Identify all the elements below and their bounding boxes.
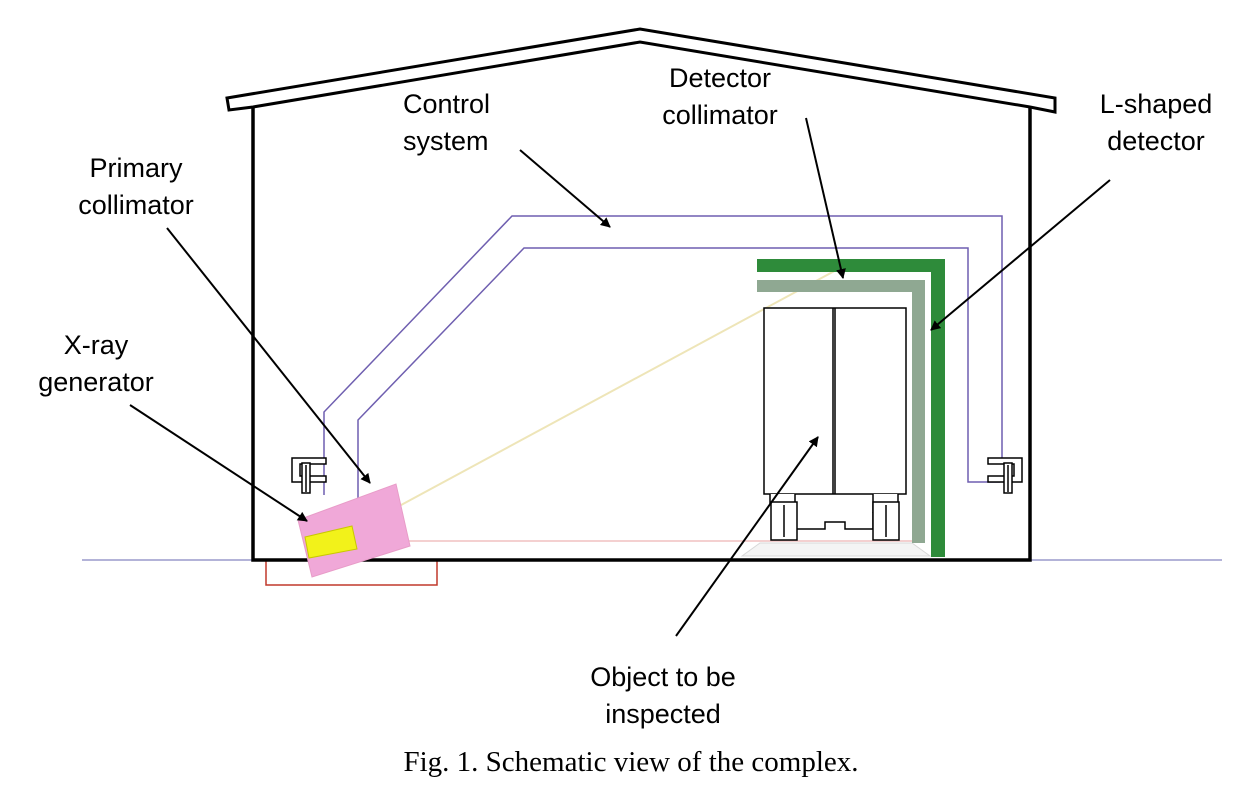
- roof: [225, 27, 1057, 114]
- floor-track: [740, 542, 932, 557]
- l-shaped-detector-label-line2: detector: [1107, 126, 1205, 156]
- primary-collimator-arrow: [166, 227, 371, 484]
- right-clamp: [987, 457, 1023, 494]
- object-label-line1: Object to be: [590, 662, 736, 692]
- xray-generator-arrow: [129, 404, 308, 522]
- control-system-cables: [323, 215, 1003, 500]
- l-shaped-detector-arrow: [930, 179, 1111, 331]
- figure-caption: Fig. 1. Schematic view of the complex.: [403, 746, 858, 778]
- control-system-arrow: [519, 149, 611, 228]
- detector-collimator-label-line2: collimator: [662, 100, 778, 130]
- primary-collimator-label-line2: collimator: [78, 190, 194, 220]
- control-system-label-line2: system: [403, 126, 489, 156]
- object-to-be-inspected: [763, 307, 907, 541]
- xray-beam-line: [339, 267, 841, 539]
- xray-generator-label-line2: generator: [38, 367, 154, 397]
- building-walls: [251, 107, 1032, 562]
- inner-cable: [357, 247, 1000, 500]
- outer-cable: [323, 215, 1003, 495]
- primary-collimator-label-line1: Primary: [90, 153, 183, 183]
- object-arrow: [675, 436, 819, 637]
- detector-collimator-label-line1: Detector: [669, 63, 771, 93]
- detector-collimator-arrow: [805, 117, 846, 279]
- l-shaped-detector-label-line1: L-shaped: [1100, 89, 1213, 119]
- xray-generator-label-line1: X-ray: [64, 330, 129, 360]
- building: [225, 27, 1057, 562]
- primary-collimator: [297, 483, 411, 578]
- foundation-pit: [265, 560, 438, 586]
- control-system-label-line1: Control: [403, 89, 490, 119]
- left-clamp: [291, 457, 327, 494]
- object-label-line2: inspected: [605, 699, 721, 729]
- xray-generator: [304, 525, 358, 559]
